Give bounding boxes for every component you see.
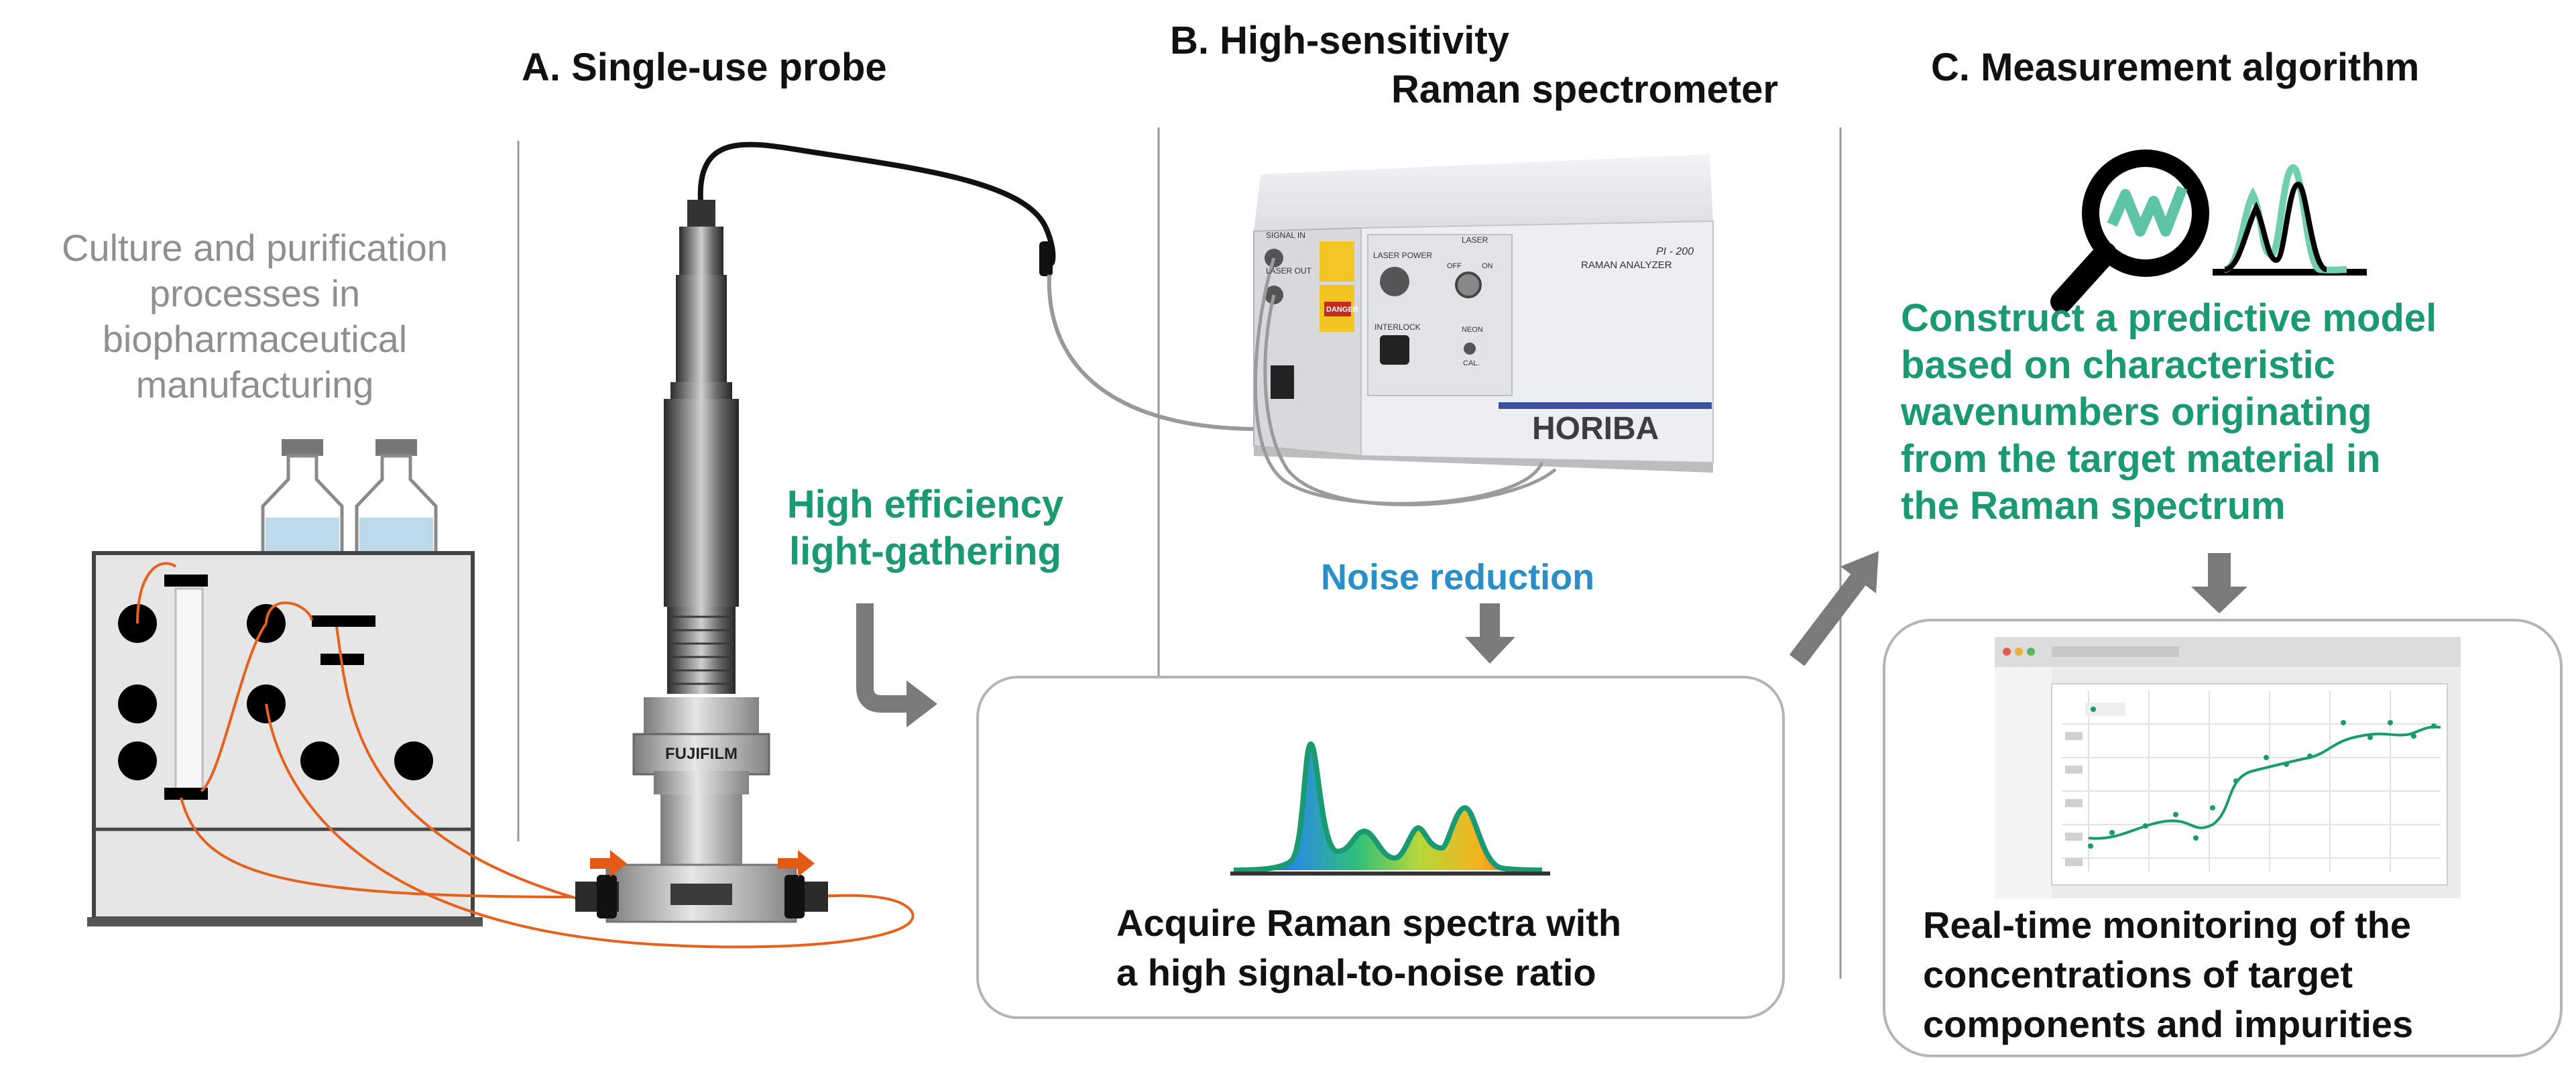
spectra-caption: Acquire Raman spectra with a high signal… [1116, 898, 1720, 998]
noise-reduction-label: Noise reduction [1321, 557, 1595, 597]
monitoring-caption-line: components and impurities [1923, 1003, 2414, 1045]
model-caption-line: from the target material in [1901, 437, 2381, 481]
arrow-down-icon [1465, 603, 1515, 664]
spectrum-icon [2213, 164, 2367, 276]
model-caption-line: the Raman spectrum [1901, 484, 2286, 528]
magnifier-icon [2050, 149, 2209, 313]
danger-label: DANGER [1326, 306, 1358, 314]
model-subtitle: RAMAN ANALYZER [1581, 259, 1672, 271]
spectrum-graph [1230, 741, 1550, 876]
spectra-caption-line: Acquire Raman spectra with [1116, 902, 1622, 944]
section-c-title: C. Measurement algorithm [1931, 46, 2420, 89]
section-b-title-line1: B. High-sensitivity [1170, 21, 1509, 60]
separators [517, 127, 1842, 979]
process-caption: Culture and purification processes in bi… [13, 225, 496, 408]
port-laser-label: LASER OUT [1266, 266, 1312, 276]
process-caption-line: Culture and purification [62, 227, 448, 269]
arrow-down-icon [2191, 553, 2247, 613]
section-b-prefix: B. [1170, 19, 1209, 62]
probe-brand: FUJIFILM [665, 745, 738, 763]
light-gathering-line: High efficiency [786, 483, 1064, 526]
off-label: OFF [1447, 262, 1462, 270]
monitoring-caption-line: Real-time monitoring of the [1923, 904, 2411, 946]
model-label: PI - 200 [1656, 246, 1694, 257]
light-gathering-line: light-gathering [789, 530, 1061, 573]
cal-label: CAL. [1463, 359, 1479, 367]
raman-analyzer: SIGNAL IN LASER OUT DANGER LASER POWER L… [1253, 154, 1714, 507]
section-b-line1: High-sensitivity [1220, 19, 1509, 62]
monitoring-box [1883, 619, 2563, 1057]
monitoring-caption: Real-time monitoring of the concentratio… [1923, 900, 2567, 1049]
spectra-caption-line: a high signal-to-noise ratio [1116, 951, 1596, 994]
process-caption-line: biopharmaceutical [102, 318, 408, 360]
bottle-right [355, 439, 438, 558]
model-caption: Construct a predictive model based on ch… [1901, 295, 2565, 530]
process-caption-line: manufacturing [135, 363, 374, 406]
arrow-curved-icon [856, 603, 937, 727]
brand-label: HORIBA [1532, 411, 1659, 446]
neon-label: NEON [1462, 326, 1483, 334]
process-caption-line: processes in [149, 272, 361, 314]
model-caption-line: Construct a predictive model [1901, 296, 2437, 340]
monitoring-screen [1995, 637, 2461, 898]
arrow-diagonal-icon [1789, 551, 1879, 666]
single-use-probe: FUJIFILM [575, 141, 1261, 923]
laser-power-label: LASER POWER [1373, 251, 1432, 260]
spectra-box [976, 676, 1785, 1019]
on-label: ON [1482, 262, 1493, 270]
light-gathering-caption: High efficiency light-gathering [758, 481, 1093, 575]
port-signal-label: SIGNAL IN [1266, 231, 1305, 240]
bioreactor-illustration [87, 439, 915, 949]
monitoring-caption-line: concentrations of target [1923, 953, 2353, 996]
tubing [136, 562, 915, 949]
flow-arrow-icon [590, 850, 815, 877]
section-a-title: A. Single-use probe [522, 46, 887, 89]
interlock-label: INTERLOCK [1374, 322, 1421, 332]
model-caption-line: wavenumbers originating [1901, 390, 2372, 434]
model-caption-line: based on characteristic [1901, 343, 2335, 387]
laser-label: LASER [1462, 235, 1488, 245]
section-b-title-line2: Raman spectrometer [1391, 68, 1778, 111]
bottle-left [261, 439, 344, 558]
